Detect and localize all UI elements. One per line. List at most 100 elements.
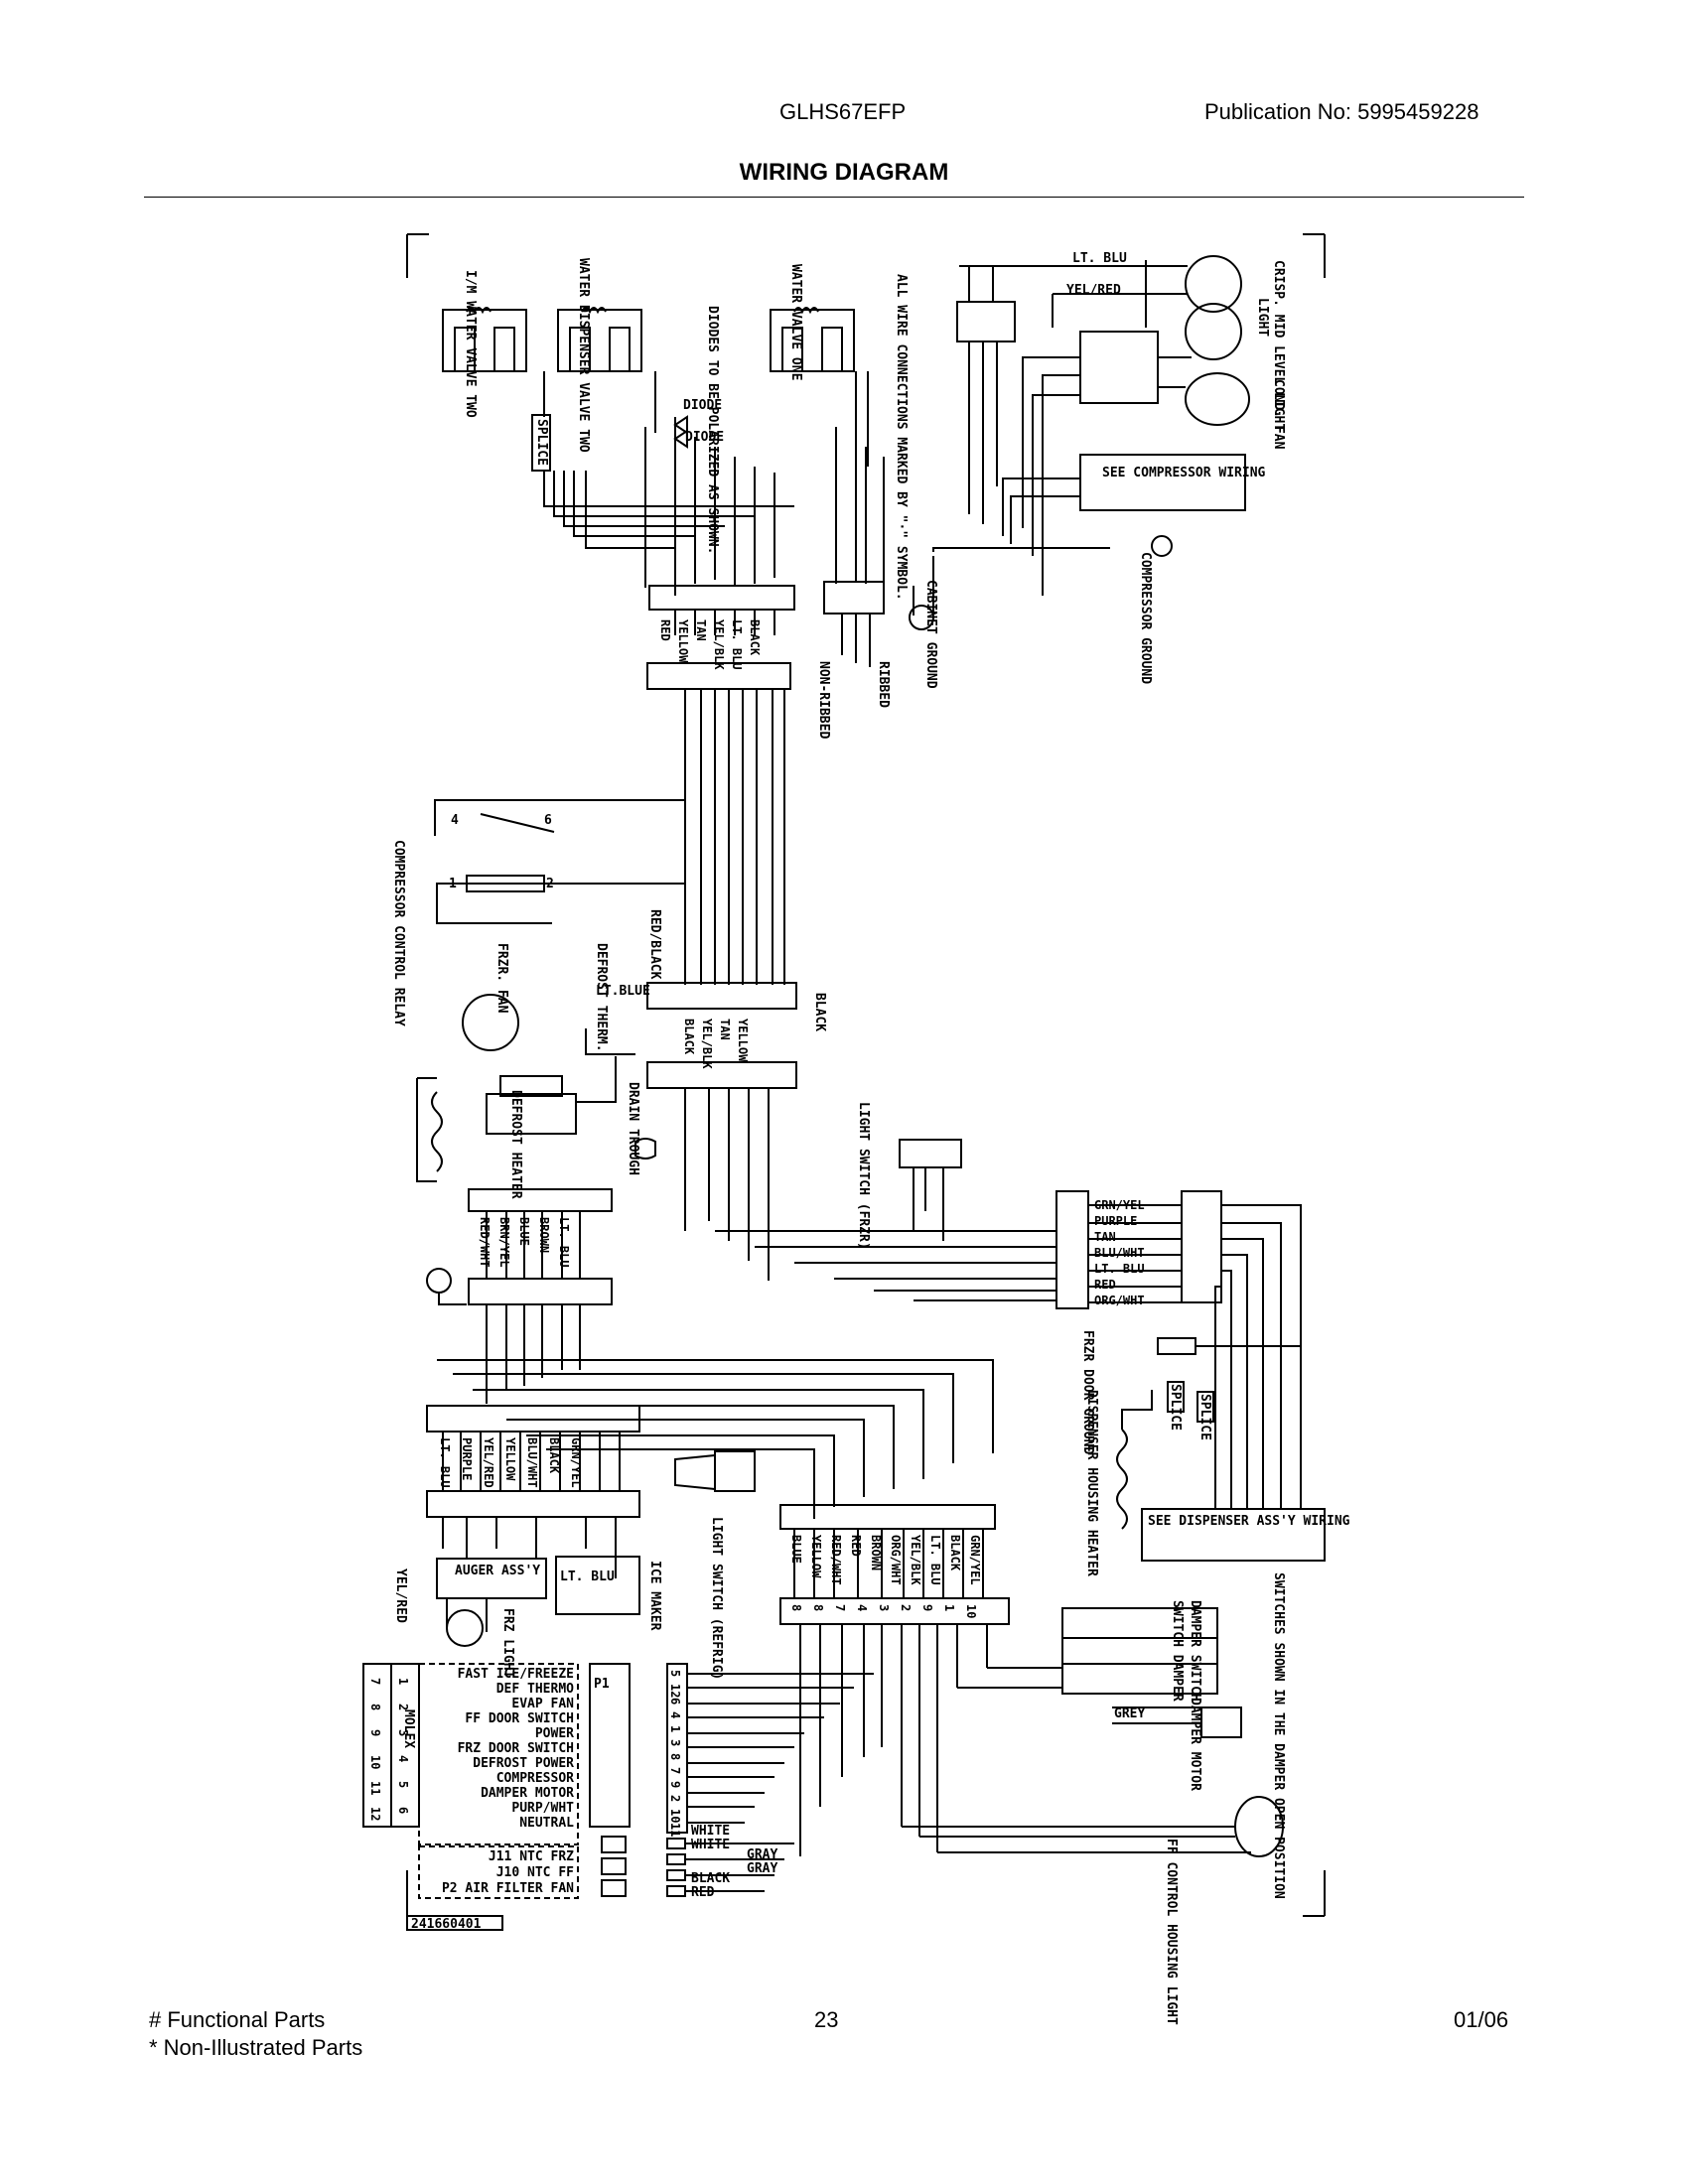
wire-label: YEL/BLK — [909, 1535, 922, 1585]
p1-pin-number: 9 — [668, 1781, 682, 1788]
control-function-label: EVAP FAN — [511, 1697, 574, 1711]
label-damper-motor: DAMPER MOTOR — [1188, 1698, 1202, 1791]
wire-label: YEL/RED — [482, 1437, 495, 1488]
label-ice-maker: ICE MAKER — [647, 1561, 662, 1631]
label-black-b: BLACK — [691, 1871, 730, 1886]
label-cabinet-ground: CABINET GROUND — [923, 580, 938, 689]
pin-number: 4 — [396, 1755, 410, 1762]
label-lt-blu-auger: LT. BLU — [560, 1570, 615, 1584]
page-number: 23 — [814, 2007, 839, 2032]
sensor-function-label: J10 NTC FF — [496, 1865, 574, 1880]
wire-label: RED — [1094, 1278, 1116, 1292]
wire-label: BLUE — [517, 1217, 531, 1246]
label-water-valve-one: WATER VALVE ONE — [788, 264, 803, 380]
label-frzr-fan: FRZR. FAN — [494, 943, 509, 1014]
wire-label: LT. BLU — [1094, 1262, 1145, 1276]
control-function-label: FF DOOR SWITCH — [465, 1711, 574, 1726]
footnote-non-illustrated: * Non-Illustrated Parts — [149, 2035, 363, 2060]
label-auger: AUGER ASS'Y — [455, 1564, 540, 1578]
wire-label: BLACK — [748, 619, 762, 656]
control-function-label: NEUTRAL — [519, 1816, 574, 1831]
connector-pin-number: 4 — [855, 1604, 869, 1611]
label-red-black: RED/BLACK — [647, 909, 662, 980]
control-function-label: POWER — [535, 1726, 574, 1741]
wire-label: GRN/YEL — [1094, 1198, 1145, 1212]
wire-label: PURPLE — [460, 1437, 474, 1480]
connector-pin-number: 7 — [833, 1604, 847, 1611]
label-light-right: LIGHT — [1255, 298, 1270, 337]
pin-number: 8 — [368, 1704, 382, 1710]
control-function-label: DEFROST POWER — [473, 1756, 574, 1771]
label-gray-1: GRAY — [747, 1847, 777, 1862]
header-divider — [144, 197, 1524, 198]
pin-number: 3 — [396, 1729, 410, 1736]
control-function-label: DAMPER MOTOR — [481, 1786, 574, 1801]
label-white-2: WHITE — [691, 1838, 730, 1852]
label-connections-note: ALL WIRE CONNECTIONS MARKED BY "·" SYMBO… — [894, 274, 909, 601]
label-dispenser-valve: WATER DISPENSER VALVE TWO — [576, 258, 591, 453]
label-molex: MOLEX — [401, 1709, 416, 1748]
label-defrost-heater: DEFROST HEATER — [508, 1090, 523, 1199]
p1-pin-number: 7 — [668, 1767, 682, 1774]
wire-label: BLU/WHT — [1094, 1246, 1145, 1260]
p1-pin-number: 1 — [668, 1725, 682, 1732]
wire-label: RED — [658, 619, 672, 641]
label-damper-switch: DAMPER SWITCH — [1188, 1600, 1202, 1702]
wire-label: YELLOW — [676, 619, 690, 663]
wire-label: LT. BLU — [557, 1217, 571, 1268]
label-gray-2: GRAY — [747, 1861, 777, 1876]
label-red-b: RED — [691, 1885, 715, 1900]
p1-pin-number: 3 — [668, 1739, 682, 1746]
wire-label: GRN/YEL — [968, 1535, 982, 1585]
pin-number: 11 — [368, 1781, 382, 1795]
label-diode-2: DIODE — [685, 430, 724, 445]
label-black-mid: BLACK — [812, 993, 827, 1031]
label-white-1: WHITE — [691, 1824, 730, 1839]
p1-pin-number: 8 — [668, 1753, 682, 1760]
label-light-switch-frzr: LIGHT SWITCH (FRZR) — [856, 1102, 871, 1250]
label-damper-switch-b: SWITCH DAMPER — [1170, 1600, 1185, 1702]
wire-label: ORG/WHT — [1094, 1294, 1145, 1307]
pin-number: 12 — [368, 1807, 382, 1821]
page-title: WIRING DIAGRAM — [739, 159, 949, 186]
wire-label: TAN — [1094, 1230, 1116, 1244]
label-p1: P1 — [594, 1677, 610, 1692]
p1-pin-number: 6 — [668, 1698, 682, 1705]
label-splice-top: SPLICE — [534, 419, 549, 466]
label-part-number: 241660401 — [411, 1917, 482, 1932]
wire-label: BROWN — [537, 1217, 551, 1253]
wire-label: GRN/YEL — [569, 1437, 583, 1488]
p1-pin-number: 10 — [668, 1809, 682, 1823]
label-frzr-door-ground: FRZR DOOR GROUND — [1080, 1330, 1095, 1454]
p1-pin-number: 5 — [668, 1670, 682, 1677]
publication-number: Publication No: 5995459228 — [1204, 99, 1479, 124]
wire-label: YELLOW — [736, 1019, 750, 1062]
pin-number: 7 — [368, 1678, 382, 1685]
label-non-ribbed: NON-RIBBED — [816, 661, 831, 739]
wire-label: BRN/YEL — [497, 1217, 511, 1268]
wire-label: BLACK — [547, 1437, 561, 1474]
wire-label: ORG/WHT — [889, 1535, 903, 1585]
connector-pin-number: 8 — [811, 1604, 825, 1611]
p1-pin-number: 4 — [668, 1711, 682, 1718]
label-yel-red-top: YEL/RED — [1066, 283, 1121, 298]
publication-date: 01/06 — [1454, 2007, 1509, 2032]
wire-label: YELLOW — [503, 1437, 517, 1481]
wire-label: TAN — [718, 1019, 732, 1040]
wire-label: BROWN — [869, 1535, 883, 1570]
pin-number: 2 — [396, 1704, 410, 1710]
connector-pin-number: 10 — [964, 1604, 978, 1618]
sensor-function-label: P2 AIR FILTER FAN — [442, 1881, 574, 1896]
control-function-label: PURP/WHT — [511, 1801, 574, 1816]
label-drain-trough: DRAIN TROUGH — [626, 1082, 640, 1175]
pin-number: 5 — [396, 1781, 410, 1788]
label-splice-a: SPLICE — [1168, 1384, 1183, 1431]
label-see-compressor: SEE COMPRESSOR WIRING — [1102, 466, 1266, 480]
connector-pin-number: 9 — [920, 1604, 934, 1611]
label-yel-red: YEL/RED — [393, 1569, 408, 1623]
label-ice-water-valve: I/M WATER VALVE TWO — [463, 270, 478, 418]
wire-label: RED/WHT — [829, 1535, 843, 1585]
wire-label: LT. BLU — [928, 1535, 942, 1585]
label-diode-1: DIODE — [683, 398, 722, 413]
label-compressor-ground: COMPRESSOR GROUND — [1138, 552, 1153, 684]
